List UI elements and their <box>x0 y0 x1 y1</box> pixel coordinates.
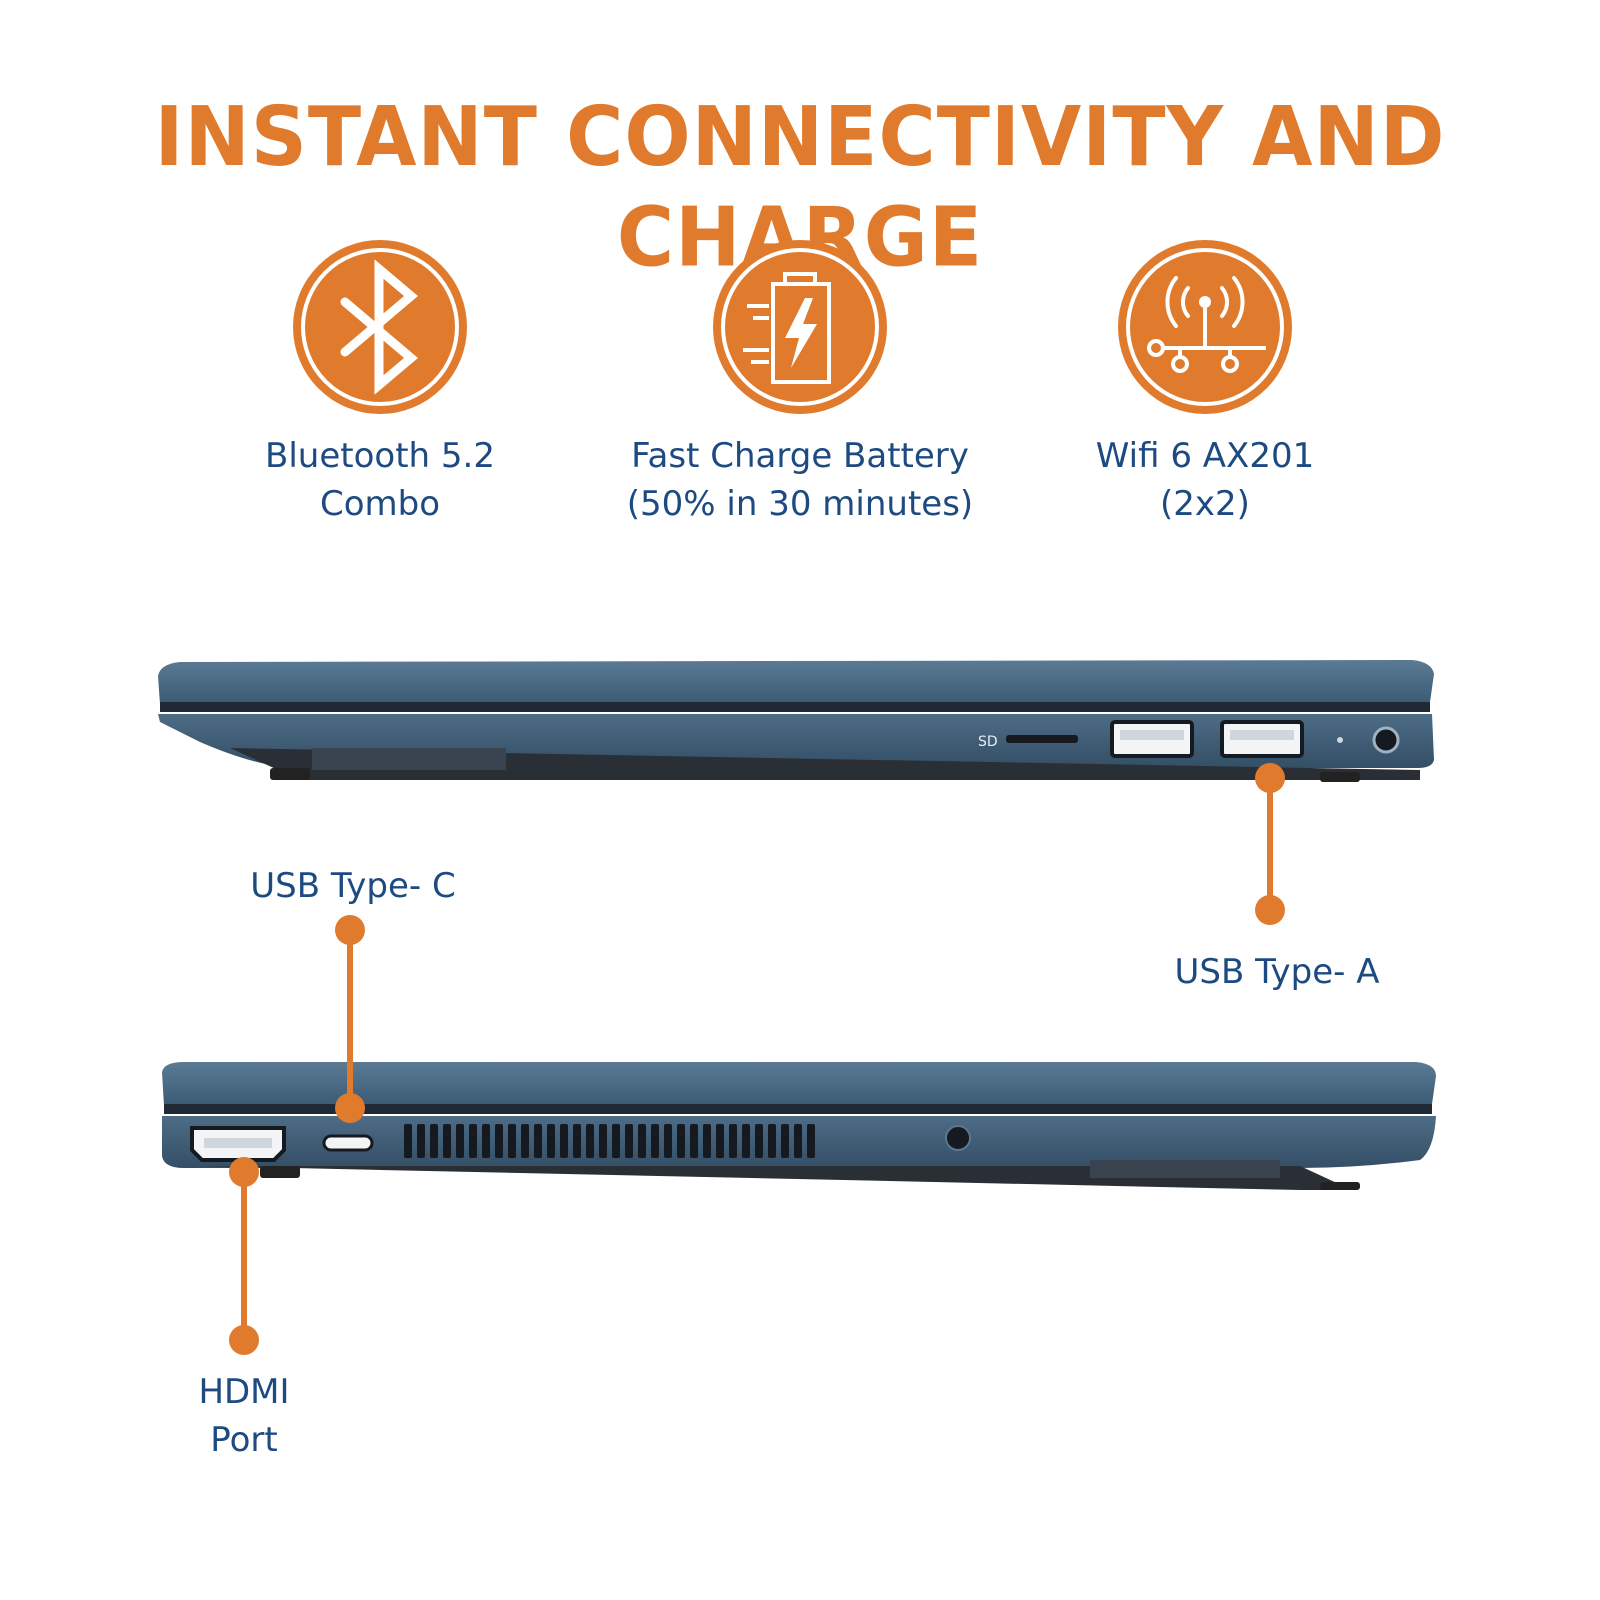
usb-c-label: USB Type- C <box>250 866 456 906</box>
vent-slot <box>768 1124 776 1158</box>
vent-slot <box>716 1124 724 1158</box>
battery-charge-icon <box>713 240 887 414</box>
hdmi-callout-line <box>229 1157 259 1355</box>
vent-slot <box>729 1124 737 1158</box>
vent-slot <box>482 1124 490 1158</box>
vent-slot <box>508 1124 516 1158</box>
feature-bluetooth: Bluetooth 5.2 Combo <box>180 240 580 528</box>
power-jack <box>1372 726 1400 754</box>
feature-wifi-line1: Wifi 6 AX201 <box>1095 436 1315 476</box>
vent-slot <box>456 1124 464 1158</box>
vent-slot <box>430 1124 438 1158</box>
vent-slot <box>651 1124 659 1158</box>
feature-fast-charge: Fast Charge Battery (50% in 30 minutes) <box>600 240 1000 528</box>
sd-card-slot <box>1006 735 1078 743</box>
hdmi-label: HDMI Port <box>194 1368 294 1464</box>
vent-slot <box>794 1124 802 1158</box>
usb-c-callout-line <box>335 915 365 1123</box>
vent-slot <box>586 1124 594 1158</box>
vent-slot <box>534 1124 542 1158</box>
feature-wifi-line2: (2x2) <box>1160 484 1250 524</box>
vent-slot <box>417 1124 425 1158</box>
vent-slot <box>443 1124 451 1158</box>
cooling-vent <box>404 1124 815 1158</box>
vent-slot <box>755 1124 763 1158</box>
usb-c-port <box>322 1134 374 1152</box>
vent-slot <box>690 1124 698 1158</box>
vent-slot <box>404 1124 412 1158</box>
feature-bluetooth-line1: Bluetooth 5.2 <box>265 436 495 476</box>
feature-fast-charge-line1: Fast Charge Battery <box>631 436 969 476</box>
speaker-grille <box>312 748 506 770</box>
headphone-jack <box>945 1125 971 1151</box>
vent-slot <box>612 1124 620 1158</box>
vent-slot <box>599 1124 607 1158</box>
bluetooth-icon <box>293 240 467 414</box>
wifi-antenna-icon <box>1118 240 1292 414</box>
usb-a-callout-line <box>1255 763 1285 925</box>
sd-slot-label: SD <box>978 734 998 750</box>
feature-fast-charge-line2: (50% in 30 minutes) <box>626 484 974 524</box>
hdmi-label-line1: HDMI <box>198 1372 290 1412</box>
vent-slot <box>495 1124 503 1158</box>
vent-slot <box>664 1124 672 1158</box>
vent-slot <box>807 1124 815 1158</box>
feature-bluetooth-line2: Combo <box>319 484 441 524</box>
vent-slot <box>742 1124 750 1158</box>
vent-slot <box>781 1124 789 1158</box>
usb-a-label: USB Type- A <box>1174 952 1380 992</box>
vent-slot <box>638 1124 646 1158</box>
vent-slot <box>677 1124 685 1158</box>
vent-slot <box>469 1124 477 1158</box>
vent-slot <box>573 1124 581 1158</box>
vent-slot <box>625 1124 633 1158</box>
vent-slot <box>547 1124 555 1158</box>
headline: INSTANT CONNECTIVITY AND CHARGE <box>154 90 1446 286</box>
vent-slot <box>560 1124 568 1158</box>
hdmi-label-line2: Port <box>210 1420 278 1460</box>
vent-slot <box>521 1124 529 1158</box>
laptop-left-side-view <box>162 1062 1436 1190</box>
vent-slot <box>703 1124 711 1158</box>
feature-wifi: Wifi 6 AX201 (2x2) <box>1005 240 1405 528</box>
